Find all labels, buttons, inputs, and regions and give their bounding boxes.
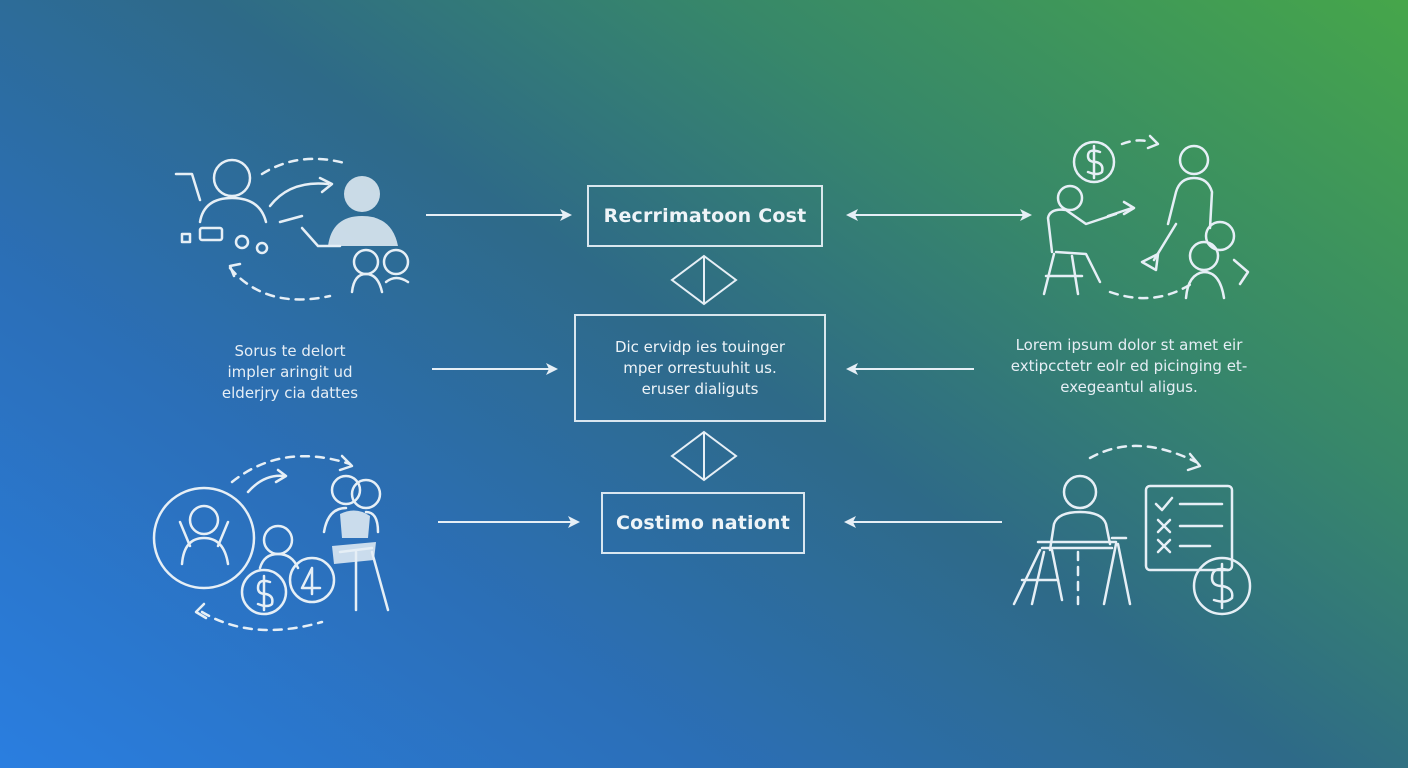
diamond-connector-upper [670, 254, 738, 306]
right-description-line-3: exegeantul aligus. [1060, 378, 1198, 396]
people-money-cycle-icon [152, 454, 390, 632]
survey-checklist-icon [1012, 444, 1252, 616]
people-exchange-icon [174, 157, 410, 301]
left-description: Sorus te delort impler aringit ud elderj… [190, 341, 390, 404]
right-description-line-1: Lorem ipsum dolor st amet eir [1015, 336, 1243, 354]
middle-process-box: Dic ervidp ies touinger mper orrestuuhit… [574, 314, 826, 422]
left-description-line-2: impler aringit ud [227, 363, 353, 381]
bottom-process-box: Costimo nationt [601, 492, 805, 554]
diamond-connector-lower [670, 430, 738, 482]
middle-box-line-3: eruser dialiguts [641, 379, 759, 398]
left-description-line-3: elderjry cia dattes [221, 384, 359, 402]
middle-box-line-1: Dic ervidp ies touinger [614, 337, 786, 356]
top-process-box-label: Recrrimatoon Cost [603, 205, 807, 227]
bottom-process-box-label: Costimo nationt [616, 512, 790, 534]
left-description-line-1: Sorus te delort [234, 342, 346, 360]
top-process-box: Recrrimatoon Cost [587, 185, 823, 247]
teaching-money-icon [1042, 134, 1250, 300]
right-description-line-2: extipcctetr eolr ed picinging et- [1010, 357, 1248, 375]
right-description: Lorem ipsum dolor st amet eir extipcctet… [990, 335, 1268, 398]
middle-box-line-2: mper orrestuuhit us. [623, 358, 777, 377]
